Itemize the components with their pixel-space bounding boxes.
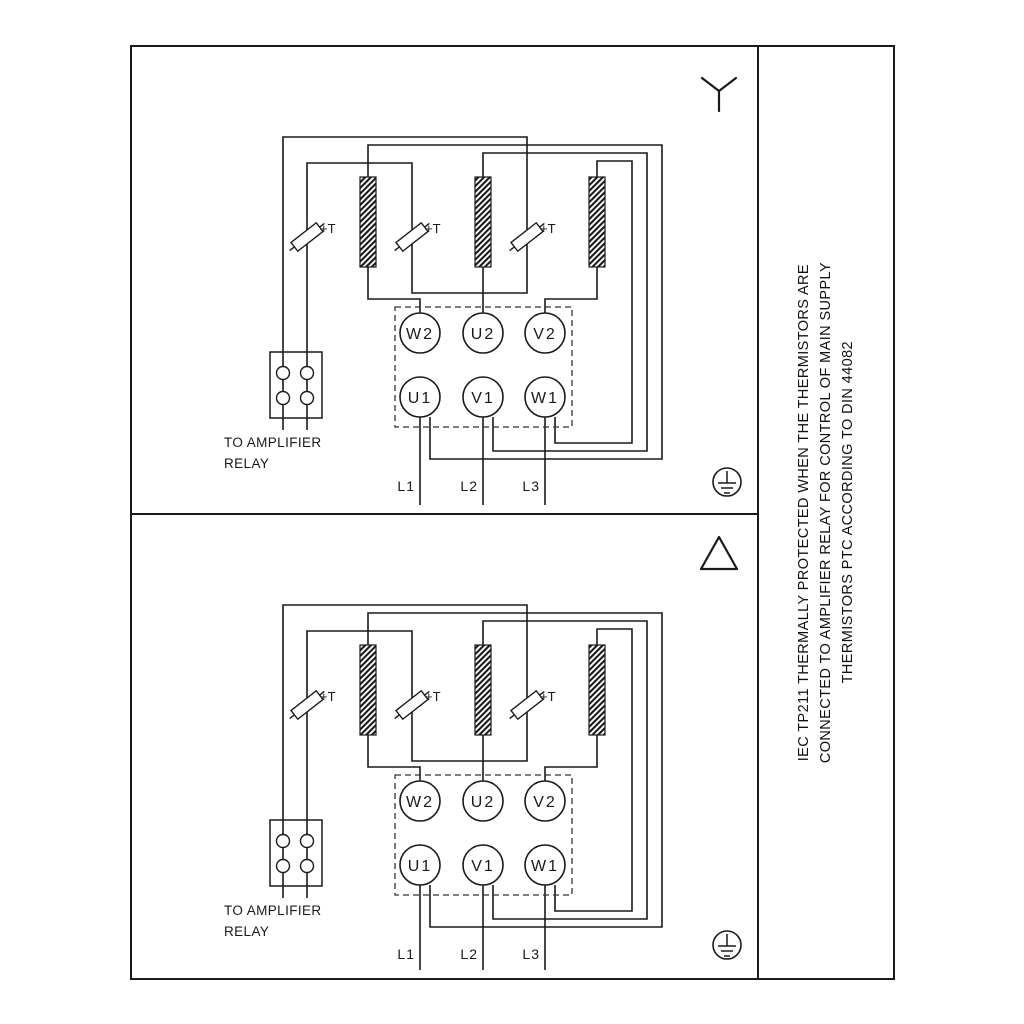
relay-pin	[275, 365, 291, 381]
terminal-w2-label: W2	[406, 794, 434, 811]
supply-l3-label: L3	[522, 946, 540, 962]
diagram-frame: +T +T +T	[130, 45, 895, 980]
motor-winding-coils	[359, 176, 606, 268]
delta-wiring-diagram: +T +T +T	[224, 535, 742, 970]
terminal-v1	[462, 376, 504, 418]
supply-l1-label: L1	[397, 478, 415, 494]
supply-l1-label: L1	[397, 946, 415, 962]
delta-symbol-icon	[699, 535, 739, 571]
thermistor-icon	[289, 689, 325, 721]
terminal-v2-label: V2	[533, 326, 557, 343]
side-note: IEC TP211 THERMALLY PROTECTED WHEN THE T…	[759, 47, 893, 978]
relay-pin	[299, 833, 315, 849]
thermistor-icon	[289, 221, 325, 253]
side-note-line-3: THERMISTORS PTC ACCORDING TO DIN 44082	[840, 341, 856, 684]
wiring	[282, 136, 663, 505]
relay-pin	[299, 390, 315, 406]
thermistor-icon	[509, 689, 545, 721]
delta-connection-panel: +T +T +T	[132, 515, 757, 978]
terminal-w2-label: W2	[406, 326, 434, 343]
side-note-line-2: CONNECTED TO AMPLIFIER RELAY FOR CONTROL…	[818, 261, 834, 764]
terminal-w1	[524, 376, 566, 418]
terminal-u1	[399, 376, 441, 418]
terminal-v2-label: V2	[533, 794, 557, 811]
earth-ground-icon	[712, 930, 742, 960]
svg-text:TO AMPLIFIER: TO AMPLIFIER	[224, 903, 322, 918]
terminal-u1	[399, 844, 441, 886]
winding-coil-3	[588, 644, 606, 736]
supply-labels: L1 L2 L3	[397, 478, 540, 494]
terminal-v1	[462, 844, 504, 886]
thermistor-label: +T	[540, 221, 556, 236]
terminal-board-outline	[394, 306, 573, 428]
svg-text:RELAY: RELAY	[224, 456, 269, 471]
terminal-w2	[399, 312, 441, 354]
winding-coil-3	[588, 176, 606, 268]
winding-coil-2	[474, 644, 492, 736]
terminal-w1	[524, 844, 566, 886]
thermistor-icon	[509, 221, 545, 253]
relay-caption: TO AMPLIFIER RELAY	[224, 903, 322, 939]
terminal-board-outline	[394, 774, 573, 896]
thermistor-label: +T	[320, 221, 336, 236]
relay-terminal-block	[269, 819, 323, 898]
relay-pin	[275, 858, 291, 874]
supply-l2-label: L2	[460, 478, 478, 494]
terminal-u1-label: U1	[408, 390, 432, 407]
terminal-v1-label: V1	[471, 858, 495, 875]
terminal-board: W2 U2 V2 U1 V1 W1	[399, 780, 566, 886]
thermistor-label: +T	[425, 221, 441, 236]
earth-ground-icon	[712, 467, 742, 497]
terminal-board: W2 U2 V2 U1 V1 W1	[399, 312, 566, 418]
relay-pin	[299, 858, 315, 874]
svg-text:RELAY: RELAY	[224, 924, 269, 939]
ptc-thermistors: +T +T +T	[289, 689, 556, 721]
thermistor-icon	[394, 689, 430, 721]
relay-caption: TO AMPLIFIER RELAY	[224, 435, 322, 471]
terminal-w1-label: W1	[531, 858, 559, 875]
terminal-w2	[399, 780, 441, 822]
terminal-u1-label: U1	[408, 858, 432, 875]
thermistor-label: +T	[320, 689, 336, 704]
ptc-thermistors: +T +T +T	[289, 221, 556, 253]
terminal-v1-label: V1	[471, 390, 495, 407]
terminal-u2-label: U2	[471, 794, 495, 811]
winding-coil-1	[359, 644, 377, 736]
relay-pin	[275, 390, 291, 406]
terminal-u2	[462, 780, 504, 822]
terminal-v2	[524, 780, 566, 822]
supply-l2-label: L2	[460, 946, 478, 962]
winding-coil-2	[474, 176, 492, 268]
thermistor-label: +T	[425, 689, 441, 704]
star-connection-panel: +T +T +T	[132, 47, 757, 515]
thermistor-icon	[394, 221, 430, 253]
winding-coil-1	[359, 176, 377, 268]
terminal-v2	[524, 312, 566, 354]
motor-winding-coils	[359, 644, 606, 736]
side-note-line-1: IEC TP211 THERMALLY PROTECTED WHEN THE T…	[796, 263, 812, 762]
relay-pin	[275, 833, 291, 849]
supply-l3-label: L3	[522, 478, 540, 494]
wiring	[282, 604, 663, 970]
relay-terminal-block	[269, 351, 323, 430]
relay-pin	[299, 365, 315, 381]
supply-labels: L1 L2 L3	[397, 946, 540, 962]
star-symbol-icon	[700, 76, 738, 113]
svg-text:TO AMPLIFIER: TO AMPLIFIER	[224, 435, 322, 450]
thermistor-label: +T	[540, 689, 556, 704]
wiring-panels: +T +T +T	[132, 47, 759, 978]
terminal-u2-label: U2	[471, 326, 495, 343]
terminal-u2	[462, 312, 504, 354]
terminal-w1-label: W1	[531, 390, 559, 407]
star-wiring-diagram: +T +T +T	[224, 76, 742, 505]
